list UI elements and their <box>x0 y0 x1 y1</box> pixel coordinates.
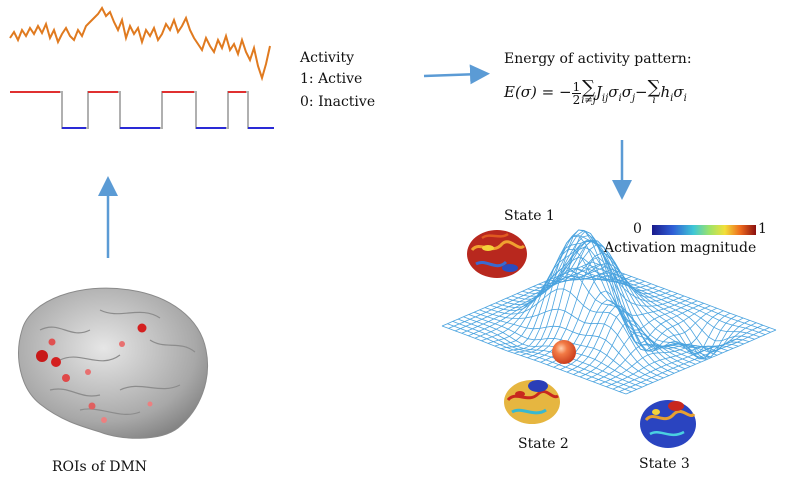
mesh-line <box>619 327 770 392</box>
formula-sum-1: ∑i≠j <box>581 77 596 106</box>
colorbar-max-label: 1 <box>758 221 767 237</box>
fraction-denominator: 2 <box>572 92 581 107</box>
mesh-line <box>565 272 750 353</box>
formula-term-j-sub: ij <box>601 93 609 104</box>
mesh-line <box>586 315 737 380</box>
formula-sigma-i-sub: i <box>618 93 622 104</box>
binary-activity-trace <box>10 91 274 129</box>
mesh-line <box>591 261 777 331</box>
brain-caption: ROIs of DMN <box>52 459 148 475</box>
arrow-activity-to-energy <box>423 64 490 85</box>
mesh-line <box>599 320 750 385</box>
formula-term-h: h <box>660 83 671 101</box>
formula-sigma-h-sub: i <box>683 93 687 104</box>
state1-label: State 1 <box>504 208 555 224</box>
mesh-line <box>579 312 731 378</box>
formula-sigma-j: σ <box>621 83 632 101</box>
mesh-line <box>553 299 704 368</box>
state2-brain-image <box>504 380 560 424</box>
activation-colorbar <box>652 225 756 235</box>
activity-active-label: 1: Active <box>300 71 363 87</box>
formula-lhs: E(σ) = − <box>504 83 572 101</box>
energy-landscape-mesh <box>441 229 777 395</box>
formula-minus: − <box>635 83 648 101</box>
colorbar-caption: Activation magnitude <box>604 240 757 256</box>
colorbar-min-label: 0 <box>633 221 642 237</box>
mesh-line <box>484 288 670 376</box>
mesh-line <box>468 271 619 337</box>
dmn-brain-image <box>18 287 209 439</box>
sum2-subscript: i <box>652 95 656 106</box>
formula-term-j: J <box>595 83 602 101</box>
mesh-line <box>586 263 771 333</box>
mesh-line <box>573 310 724 375</box>
state2-label: State 2 <box>518 436 569 452</box>
mesh-line <box>527 240 712 358</box>
state1-brain-image <box>467 230 527 278</box>
activity-title: Activity <box>300 50 354 66</box>
state3-label: State 3 <box>639 456 690 472</box>
activity-inactive-label: 0: Inactive <box>300 94 376 110</box>
mesh-line <box>625 329 777 395</box>
mesh-line <box>592 317 744 383</box>
formula-sigma-h: σ <box>673 83 684 101</box>
state3-brain-image <box>640 400 696 448</box>
formula-term-h-sub: i <box>670 93 674 104</box>
activity-signal-trace <box>9 6 271 82</box>
fraction-numerator: 1 <box>571 79 582 94</box>
sum1-subscript: i≠j <box>581 95 596 106</box>
mesh-line <box>581 266 766 335</box>
mesh-line <box>612 324 764 390</box>
formula-sigma-i: σ <box>608 83 619 101</box>
mesh-line <box>575 268 761 338</box>
formula-sigma-j-sub: j <box>631 93 636 104</box>
mesh-line <box>457 318 643 388</box>
mesh-line <box>490 267 675 374</box>
mesh-line <box>543 244 728 351</box>
energy-title: Energy of activity pattern: <box>504 51 692 67</box>
mesh-line <box>606 322 757 388</box>
mesh-line <box>566 305 718 373</box>
formula-sum-2: ∑i <box>647 77 661 106</box>
mesh-line <box>560 303 711 370</box>
state-ball <box>552 340 576 364</box>
mesh-line <box>570 270 755 342</box>
